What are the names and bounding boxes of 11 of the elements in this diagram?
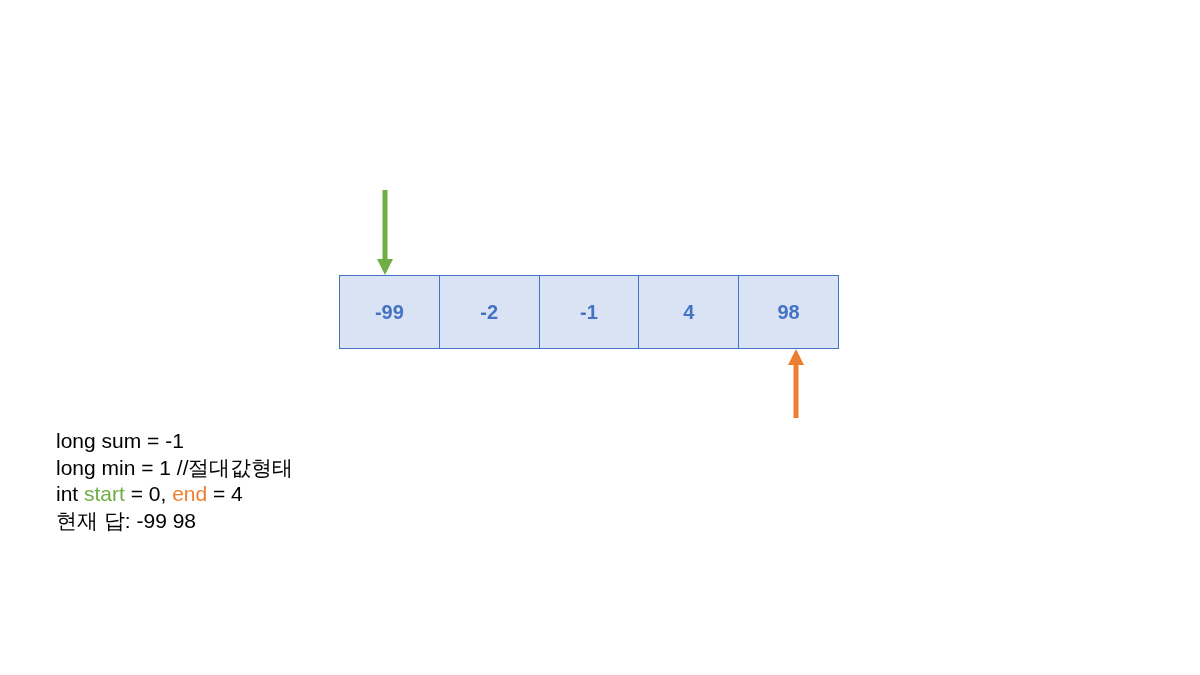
code-line: int start = 0, end = 4 [56, 481, 243, 508]
array-cell: -99 [339, 275, 440, 349]
code-line: long min = 1 //절대값형태 [56, 454, 294, 481]
array-cell: -1 [538, 275, 640, 349]
code-line: long sum = -1 [56, 428, 184, 454]
code-line: 현재 답: -99 98 [56, 507, 197, 534]
pointer-arrow [377, 190, 393, 275]
array-cell: 4 [638, 275, 740, 349]
pointer-arrow [788, 349, 804, 418]
array-cell: 98 [738, 275, 839, 349]
array-cell: -2 [438, 275, 540, 349]
